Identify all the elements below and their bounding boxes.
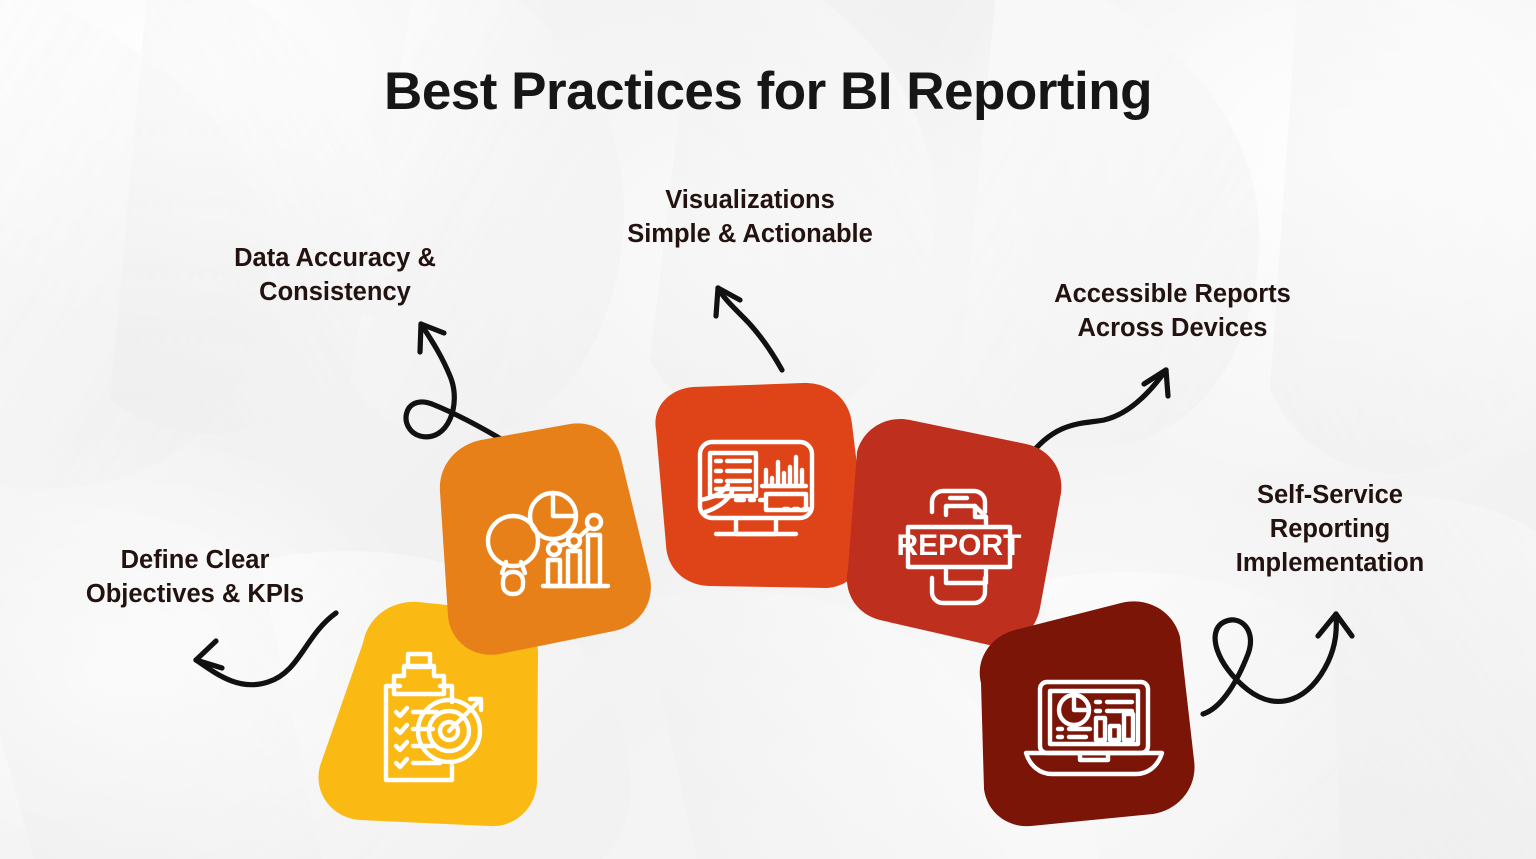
clipboard-target-icon [383,651,484,783]
practice-shape-visualizations[interactable] [655,382,867,588]
page-title: Best Practices for BI Reporting [384,62,1152,121]
mobile-report-icon: REPORT [896,488,1022,606]
laptop-dashboard-icon [1023,679,1165,777]
practice-shape-define-objectives[interactable] [318,601,538,827]
label-visualizations: Visualizations Simple & Actionable [627,186,873,248]
practice-shape-self-service[interactable] [979,601,1195,827]
desktop-dashboard-icon [697,439,815,537]
label-define-objectives: Define Clear Objectives & KPIs [85,546,305,608]
label-data-accuracy: Data Accuracy & Consistency [234,244,436,306]
label-accessible-reports: Accessible Reports Across Devices [1054,280,1291,342]
practice-shape-accessible-reports[interactable]: REPORT [846,418,1062,646]
practice-shape-data-accuracy[interactable] [439,423,651,655]
magnifier-charts-icon [485,490,611,597]
label-self-service: Self-Service Reporting Implementation [1235,481,1425,577]
report-banner-text: REPORT [896,529,1021,562]
